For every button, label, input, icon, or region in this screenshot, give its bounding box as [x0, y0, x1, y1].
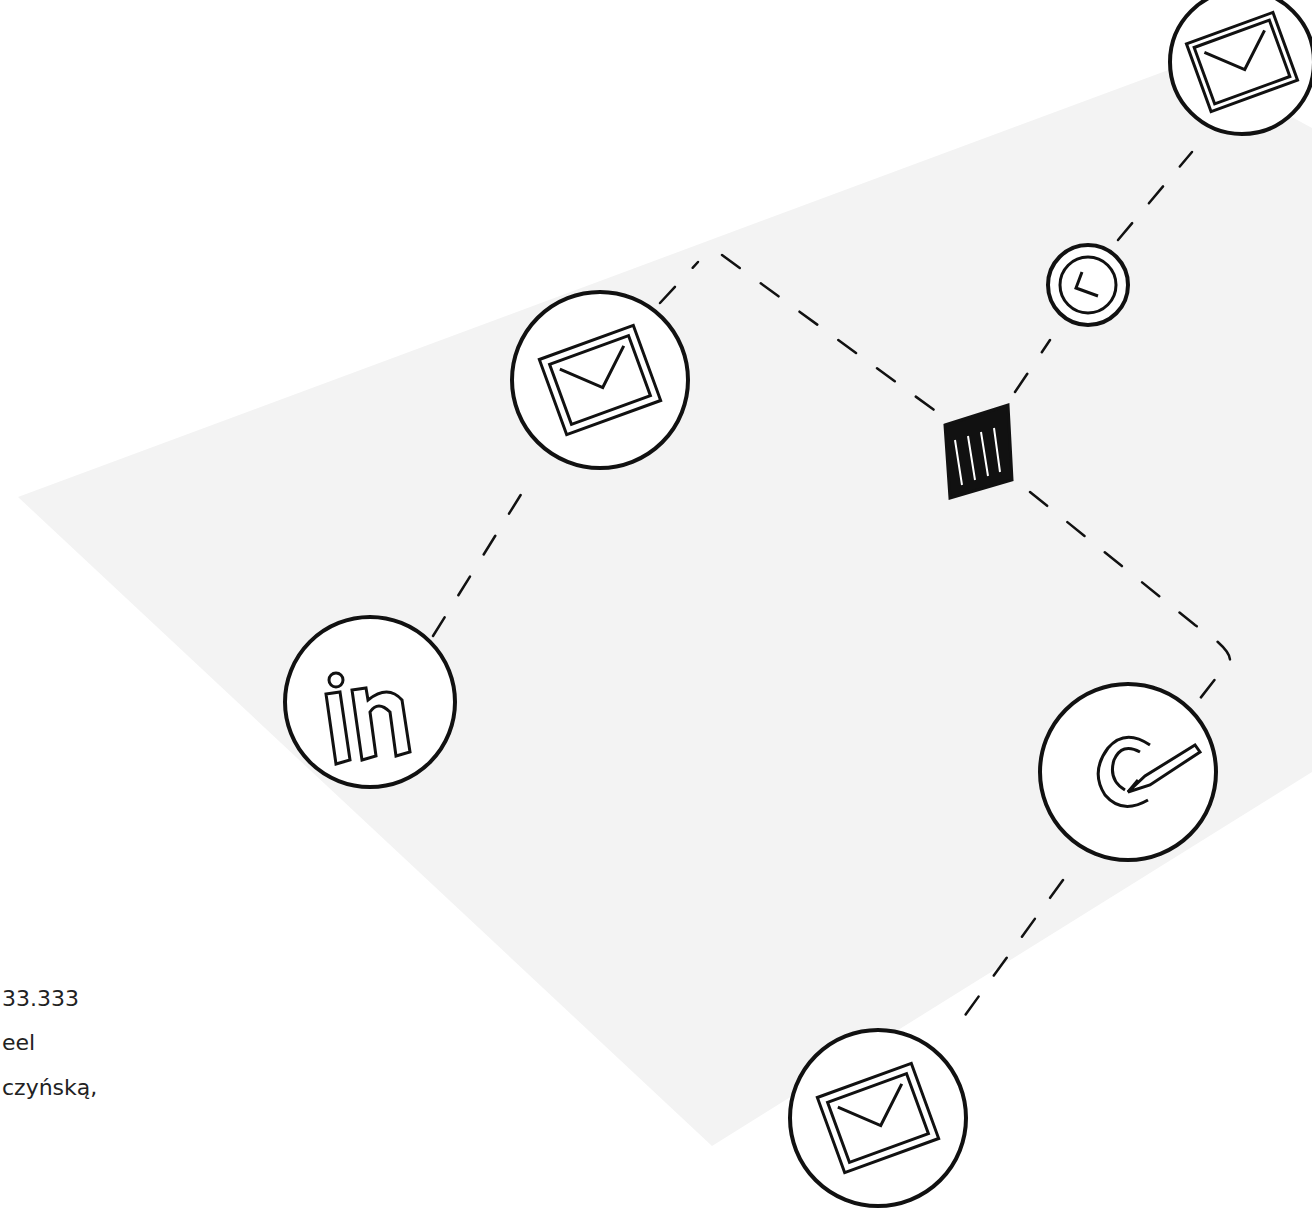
text-fragment: czyńską, — [2, 1075, 97, 1101]
ground-plane — [18, 62, 1312, 1146]
at-pen-icon — [1098, 737, 1200, 806]
chip-icon — [945, 405, 1012, 498]
linkedin-icon — [326, 673, 410, 764]
text-fragment: 33.333 — [2, 986, 79, 1012]
dashed-links — [433, 152, 1230, 1025]
envelope-icons — [539, 12, 1297, 1172]
icon-circles — [285, 0, 1312, 1206]
clock-icon — [1060, 257, 1116, 313]
text-fragment: eel — [2, 1030, 35, 1056]
